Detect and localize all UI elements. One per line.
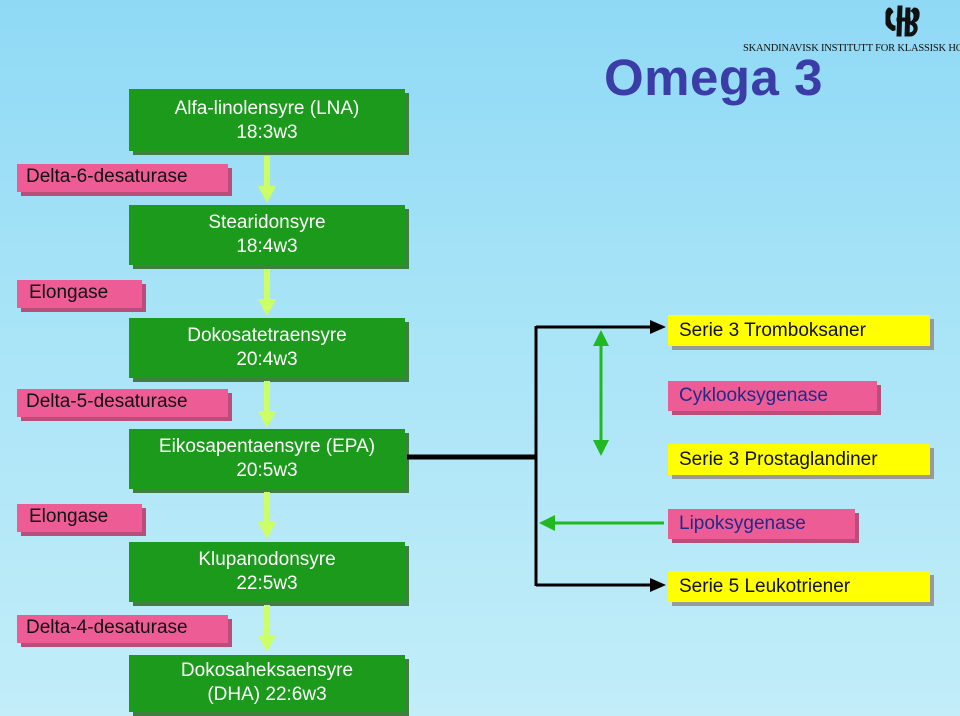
molecule-box-dha: Dokosaheksaensyre (DHA) 22:6w3 <box>129 655 405 712</box>
molecule-formula: 22:5w3 <box>236 573 298 594</box>
enzyme-label-delta5: Delta-5-desaturase <box>17 389 228 417</box>
molecule-box-lna: Alfa-linolensyre (LNA) 18:3w3 <box>129 89 405 151</box>
institute-name: SKANDINAVISK INSTITUTT FOR KLASSISK HOME… <box>743 43 960 54</box>
enzyme-label-delta4: Delta-4-desaturase <box>17 615 228 643</box>
molecule-name: Stearidonsyre <box>208 212 326 233</box>
product-serie5-leukotriener: Serie 5 Leukotriener <box>668 571 930 602</box>
molecule-box-epa: Eikosapentaensyre (EPA) 20:5w3 <box>129 429 405 489</box>
right-arrowhead-icon <box>650 320 666 334</box>
enzyme-label-elongase-2: Elongase <box>17 504 142 532</box>
enzyme-label-cyklooksygenase: Cyklooksygenase <box>668 381 877 411</box>
molecule-box-klupanodonsyre: Klupanodonsyre 22:5w3 <box>129 542 405 602</box>
enzyme-label-elongase-1: Elongase <box>17 280 142 308</box>
page-title: Omega 3 <box>604 49 823 106</box>
product-serie3-prostaglandiner: Serie 3 Prostaglandiner <box>668 444 930 475</box>
molecule-formula: 20:5w3 <box>236 460 298 481</box>
molecule-box-stearidonsyre: Stearidonsyre 18:4w3 <box>129 205 405 265</box>
down-arrow-icon <box>258 156 276 203</box>
molecule-name: Klupanodonsyre <box>198 549 336 570</box>
down-arrow-icon <box>258 492 276 539</box>
down-arrow-icon <box>258 605 276 652</box>
up-down-arrow-icon <box>593 330 609 456</box>
enzyme-label-lipoksygenase: Lipoksygenase <box>668 509 855 539</box>
molecule-name: Dokosaheksaensyre <box>180 660 354 681</box>
black-connectors <box>407 325 652 587</box>
molecule-formula: 18:3w3 <box>236 122 298 143</box>
molecule-name: Alfa-linolensyre (LNA) <box>174 98 360 119</box>
left-arrow-icon <box>539 515 664 531</box>
molecule-formula: 20:4w3 <box>236 349 298 370</box>
molecule-formula: (DHA) 22:6w3 <box>207 684 327 705</box>
molecule-formula: 18:4w3 <box>236 236 298 257</box>
product-serie3-tromboksaner: Serie 3 Tromboksaner <box>668 315 930 346</box>
right-arrowhead-icon <box>650 578 666 592</box>
down-arrow-icon <box>258 381 276 428</box>
molecule-name: Dokosatetraensyre <box>187 325 347 346</box>
hh-monogram-logo-icon <box>885 5 920 37</box>
enzyme-label-delta6: Delta-6-desaturase <box>17 164 228 192</box>
molecule-name: Eikosapentaensyre (EPA) <box>158 436 376 457</box>
molecule-box-dokosatetraensyre: Dokosatetraensyre 20:4w3 <box>129 318 405 378</box>
down-arrow-icon <box>258 269 276 316</box>
